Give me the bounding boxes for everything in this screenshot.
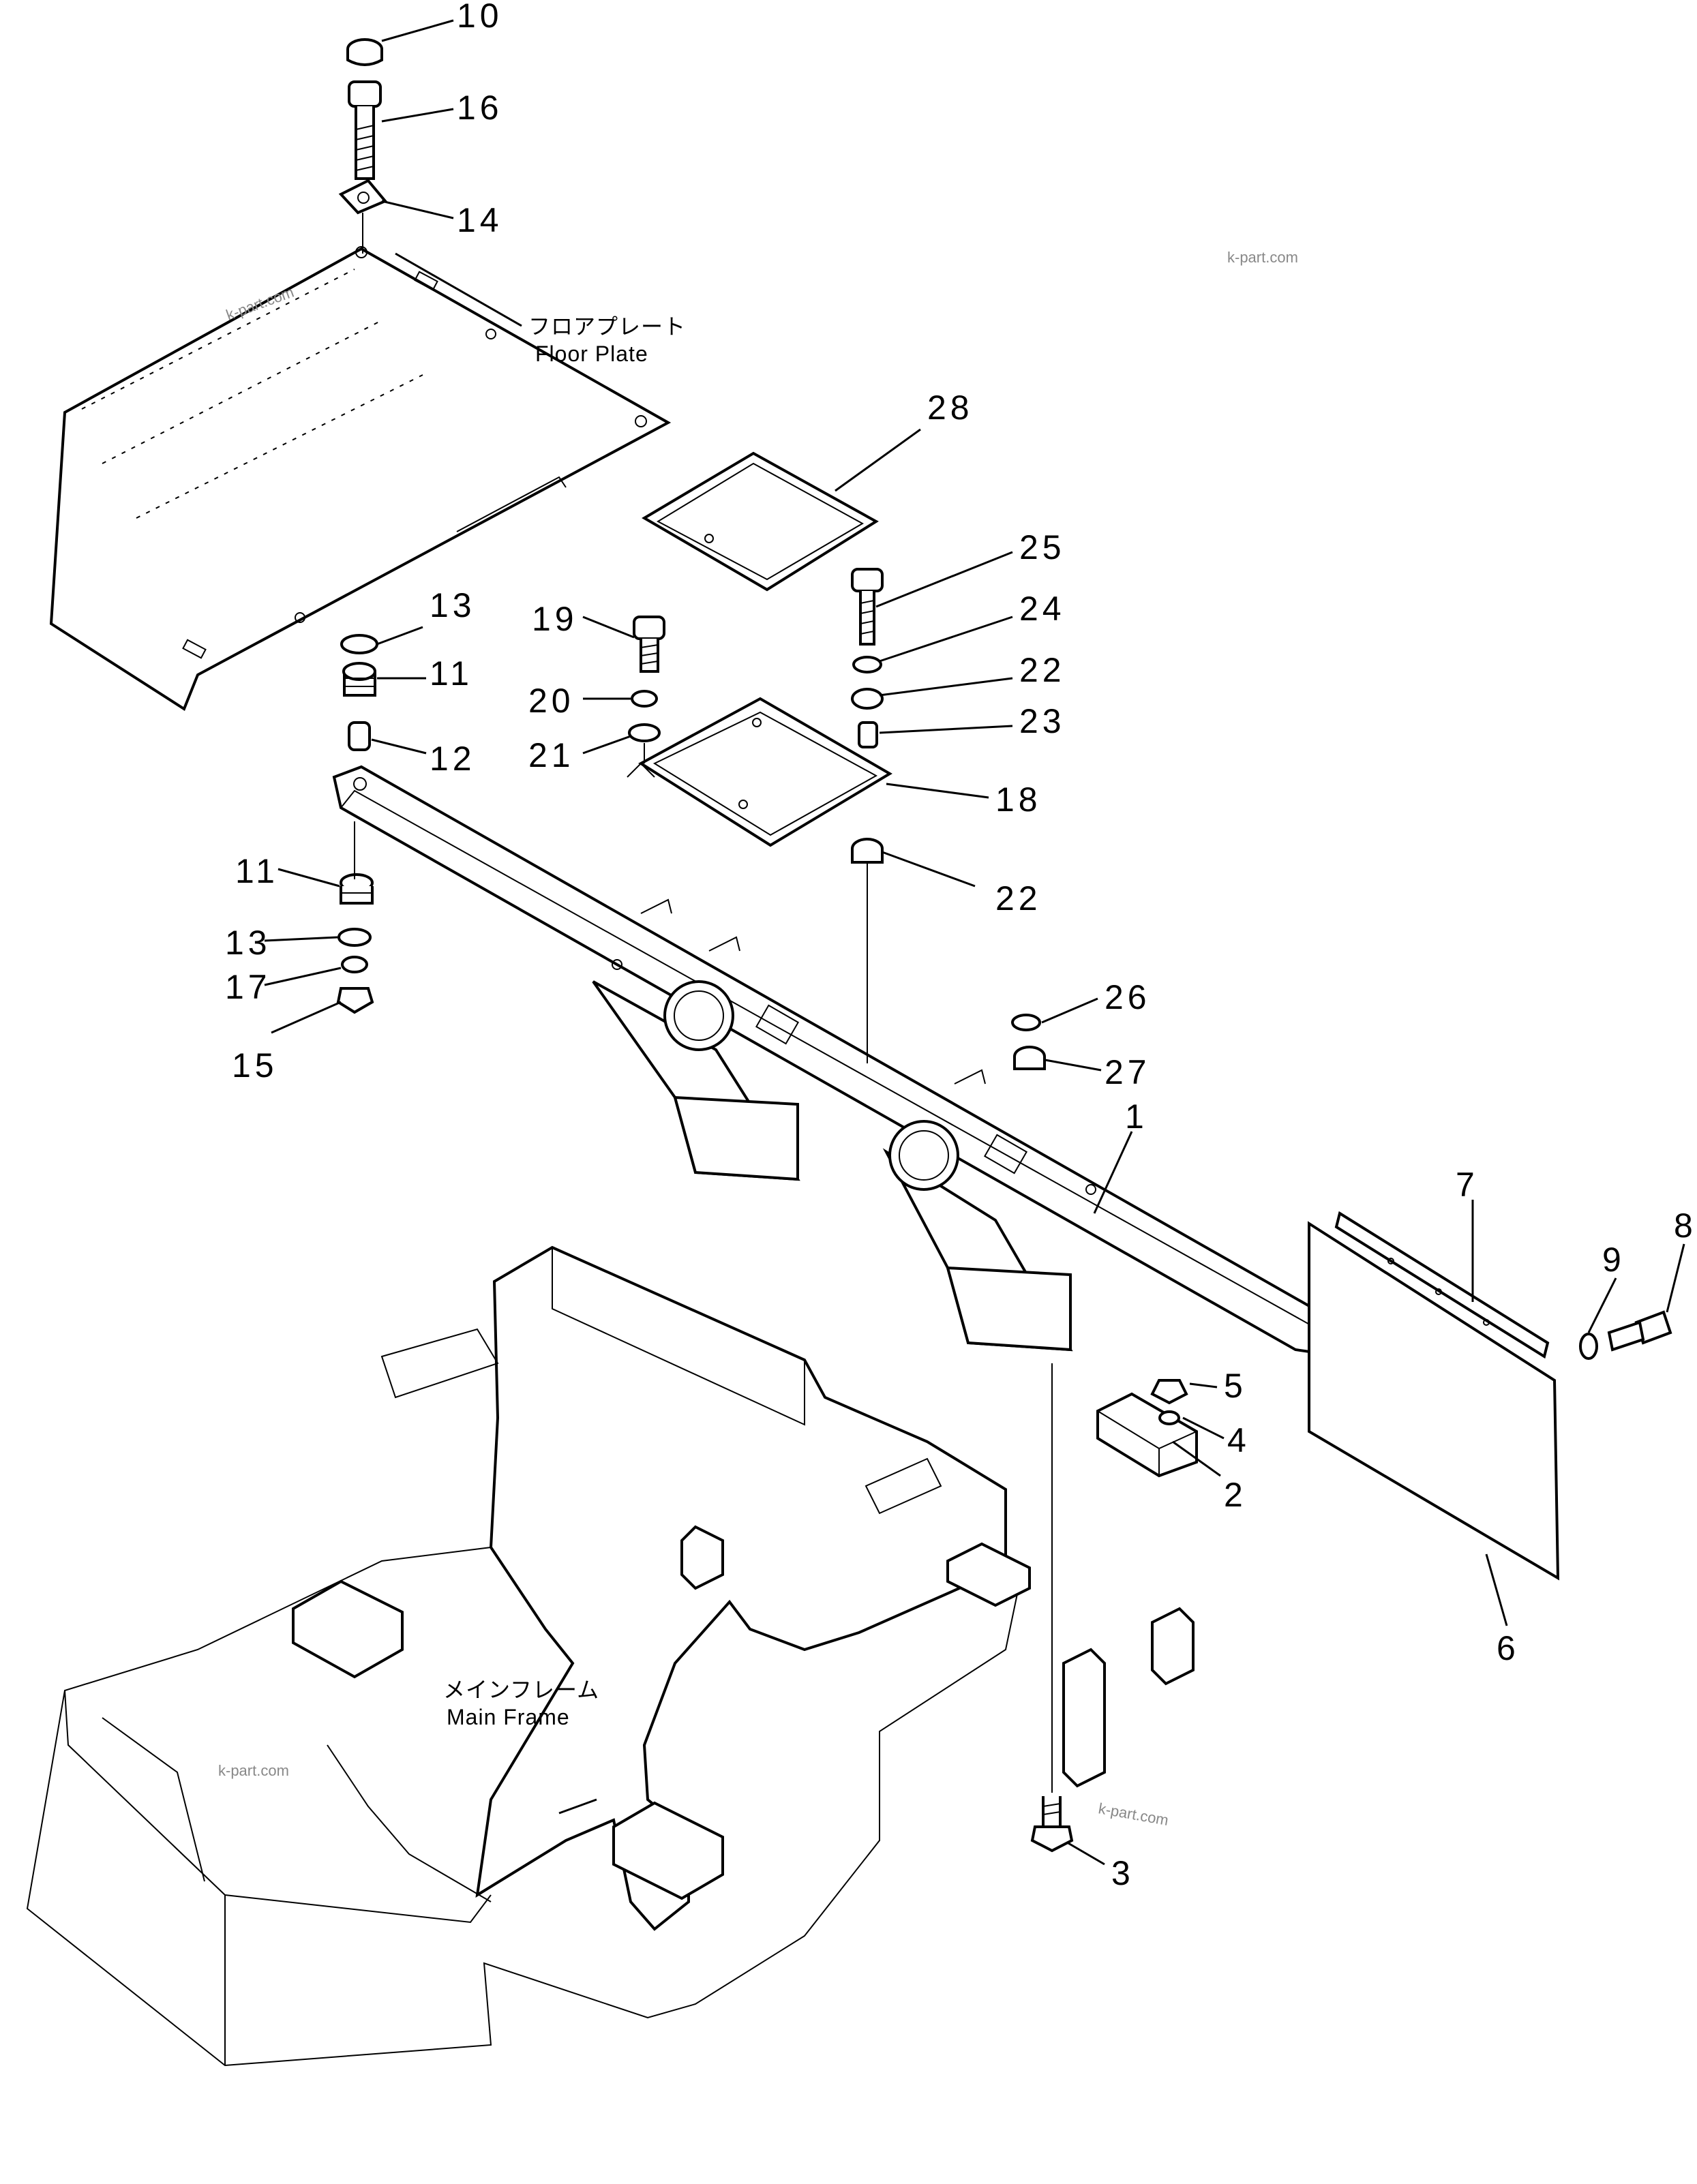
callout-15: 15 xyxy=(232,1046,278,1085)
callout-24: 24 xyxy=(1019,590,1066,628)
bolt-3 xyxy=(1030,1363,1074,1853)
callout-13-top: 13 xyxy=(430,586,476,624)
callout-3: 3 xyxy=(1111,1854,1135,1892)
main-frame xyxy=(26,1245,1195,2067)
callout-2: 2 xyxy=(1224,1476,1247,1514)
leader-lines xyxy=(264,19,1685,1866)
watermark-4: k-part.com xyxy=(1097,1800,1170,1829)
callout-1: 1 xyxy=(1125,1097,1148,1136)
callout-numbers: 10 16 14 28 25 24 22 23 19 20 21 13 11 1… xyxy=(225,0,1697,1892)
callout-19: 19 xyxy=(532,600,578,638)
callout-26: 26 xyxy=(1105,978,1151,1016)
callout-25: 25 xyxy=(1019,528,1066,566)
callout-9: 9 xyxy=(1602,1241,1625,1279)
left-bolt-stack xyxy=(336,634,378,1014)
watermark-1: k-part.com xyxy=(1227,249,1298,266)
cover-28 xyxy=(642,451,879,592)
right-bolt-stack xyxy=(851,568,884,1063)
callout-17: 17 xyxy=(225,968,271,1006)
callout-5: 5 xyxy=(1224,1367,1247,1405)
floor-plate xyxy=(49,246,672,711)
callout-18: 18 xyxy=(995,780,1042,819)
callout-23: 23 xyxy=(1019,702,1066,740)
bracket-stack xyxy=(1096,1379,1198,1478)
callout-27: 27 xyxy=(1105,1053,1151,1091)
side-plate xyxy=(1308,1211,1672,1581)
callout-13-bottom: 13 xyxy=(225,924,271,962)
callout-12: 12 xyxy=(430,740,476,778)
callout-11-bottom: 11 xyxy=(235,852,279,890)
callout-21: 21 xyxy=(528,736,575,774)
callout-14: 14 xyxy=(457,201,503,239)
part-labels: フロアプレート Floor Plate メインフレーム Main Frame xyxy=(443,314,686,1729)
callout-16: 16 xyxy=(457,89,503,127)
floor-plate-label-en: Floor Plate xyxy=(535,342,648,366)
floor-plate-label-jp: フロアプレート xyxy=(528,314,686,339)
callout-7: 7 xyxy=(1456,1166,1479,1204)
main-frame-label-jp: メインフレーム xyxy=(443,1678,599,1702)
center-bolt-stack xyxy=(628,616,665,763)
main-frame-label-en: Main Frame xyxy=(447,1705,570,1729)
callout-28: 28 xyxy=(927,389,974,427)
callout-10: 10 xyxy=(457,0,503,35)
watermark-3: k-part.com xyxy=(218,1762,289,1779)
callout-8: 8 xyxy=(1674,1207,1697,1245)
mount-18 xyxy=(627,697,892,847)
washers-26-27 xyxy=(1011,1014,1046,1070)
callout-20: 20 xyxy=(528,682,575,720)
callout-22-top: 22 xyxy=(1019,651,1066,689)
callout-4: 4 xyxy=(1227,1421,1250,1459)
callout-22-bottom: 22 xyxy=(995,879,1042,917)
callout-6: 6 xyxy=(1497,1629,1520,1667)
callout-11-top: 11 xyxy=(430,654,473,693)
floor-plate-hardware xyxy=(338,38,388,254)
